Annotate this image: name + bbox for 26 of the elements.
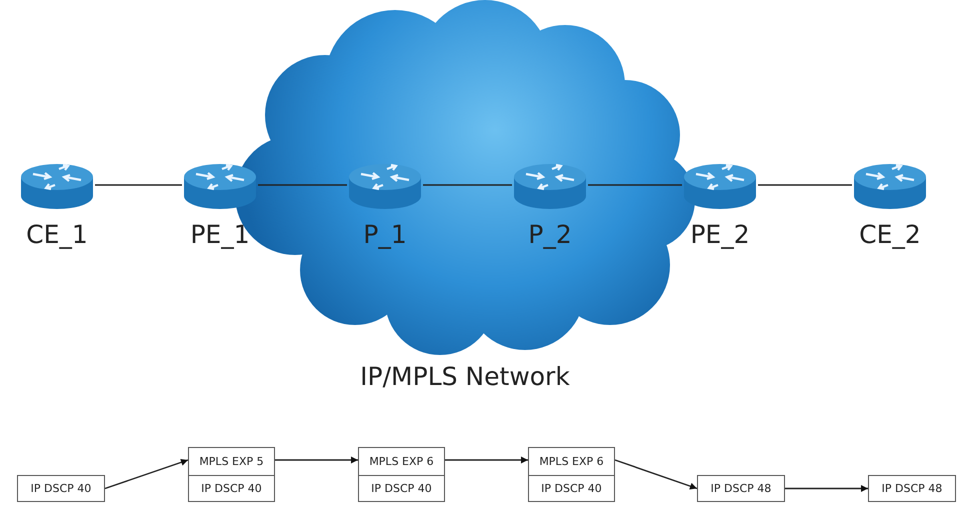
header-field: IP DSCP 48 [697,475,785,502]
router-label: P_2 [527,220,573,249]
header-field: IP DSCP 48 [868,475,956,502]
router-label: P_1 [362,220,408,249]
header-field: IP DSCP 40 [528,474,615,502]
router-label: CE_1 [25,220,89,249]
header-field: IP DSCP 40 [188,474,275,502]
link-line [258,184,347,186]
arrow [275,456,358,464]
link-line [95,184,182,186]
header-field: IP DSCP 40 [358,474,445,502]
header-field: MPLS EXP 6 [358,447,445,476]
router-label: CE_2 [858,220,922,249]
router-label: PE_2 [689,220,751,249]
arrow [104,458,188,490]
arrow [614,459,698,490]
header-field: MPLS EXP 5 [188,447,275,476]
header-field: MPLS EXP 6 [528,447,615,476]
link-line [588,184,682,186]
arrow [785,485,868,492]
link-line [758,184,852,186]
link-line [423,184,512,186]
arrow [445,456,528,464]
header-field: IP DSCP 40 [17,475,105,502]
router-label: PE_1 [189,220,251,249]
network-label: IP/MPLS Network [359,362,571,391]
